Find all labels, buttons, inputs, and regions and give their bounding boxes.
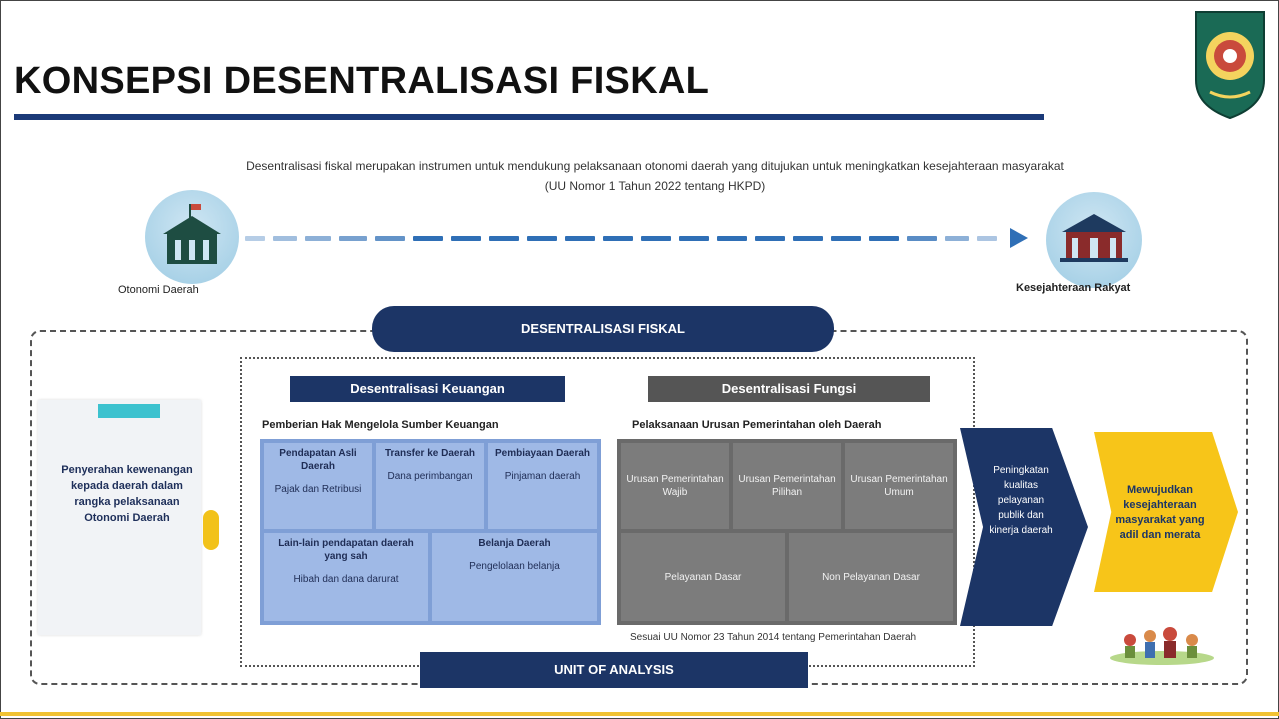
unit-of-analysis-bar: UNIT OF ANALYSIS bbox=[420, 652, 808, 688]
fiscal-decentralization-banner: DESENTRALISASI FISKAL bbox=[372, 306, 834, 352]
cell-subtitle: Hibah dan dana darurat bbox=[293, 574, 399, 585]
arrow-right-icon bbox=[1010, 228, 1028, 248]
function-decentralization-header: Desentralisasi Fungsi bbox=[648, 376, 930, 402]
cell-subtitle: Pajak dan Retribusi bbox=[274, 484, 362, 495]
financial-decentralization-header: Desentralisasi Keuangan bbox=[290, 376, 565, 402]
intro-line-2: (UU Nomor 1 Tahun 2022 tentang HKPD) bbox=[544, 179, 766, 193]
goal-chevron-text: Mewujudkan kesejahteraan masyarakat yang… bbox=[1115, 484, 1205, 541]
cell-title: Pendapatan Asli Daerah bbox=[279, 448, 357, 472]
progress-arrow bbox=[245, 236, 1015, 242]
financial-source-cell: Pendapatan Asli Daerah Pajak dan Retribu… bbox=[264, 443, 372, 529]
lightbulb-icon bbox=[203, 510, 219, 550]
affairs-cell: Pelayanan Dasar bbox=[621, 533, 785, 621]
cell-title: Lain-lain pendapatan daerah yang sah bbox=[278, 538, 414, 562]
footer-accent-line bbox=[0, 712, 1279, 716]
cell-title: Transfer ke Daerah bbox=[384, 448, 476, 459]
cell-title: Pembiayaan Daerah bbox=[494, 448, 591, 459]
outcome-chevron-text: Peningkatan kualitas pelayanan publik da… bbox=[989, 465, 1053, 536]
cell-subtitle: Pinjaman daerah bbox=[504, 471, 581, 482]
cell-subtitle: Pengelolaan belanja bbox=[469, 561, 560, 572]
cell-subtitle: Dana perimbangan bbox=[387, 471, 473, 482]
building-icon bbox=[1060, 214, 1128, 262]
government-affairs-panel: Urusan Pemerintahan Wajib Urusan Pemerin… bbox=[617, 439, 957, 625]
financial-source-cell: Lain-lain pendapatan daerah yang sah Hib… bbox=[264, 533, 428, 621]
autonomy-label: Otonomi Daerah bbox=[118, 284, 199, 296]
affairs-cell: Urusan Pemerintahan Pilihan bbox=[733, 443, 841, 529]
financial-sources-panel: Pendapatan Asli Daerah Pajak dan Retribu… bbox=[260, 439, 601, 625]
affairs-cell: Urusan Pemerintahan Wajib bbox=[621, 443, 729, 529]
financial-source-cell: Pembiayaan Daerah Pinjaman daerah bbox=[488, 443, 597, 529]
financial-source-cell: Transfer ke Daerah Dana perimbangan bbox=[376, 443, 484, 529]
community-illustration bbox=[1110, 627, 1214, 665]
intro-text: Desentralisasi fiskal merupakan instrume… bbox=[130, 156, 1180, 196]
welfare-illustration bbox=[1046, 192, 1142, 288]
intro-line-1: Desentralisasi fiskal merupakan instrume… bbox=[246, 159, 1064, 173]
legal-footnote: Sesuai UU Nomor 23 Tahun 2014 tentang Pe… bbox=[630, 632, 917, 643]
title-underline bbox=[14, 114, 1044, 120]
financial-source-cell: Belanja Daerah Pengelolaan belanja bbox=[432, 533, 597, 621]
cell-title: Belanja Daerah bbox=[478, 538, 551, 549]
autonomy-illustration bbox=[145, 190, 239, 284]
goal-chevron bbox=[1094, 432, 1238, 592]
card-accent-bar bbox=[98, 404, 160, 418]
affairs-cell: Non Pelayanan Dasar bbox=[789, 533, 953, 621]
function-subheader: Pelaksanaan Urusan Pemerintahan oleh Dae… bbox=[632, 419, 882, 431]
affairs-cell: Urusan Pemerintahan Umum bbox=[845, 443, 953, 529]
financial-subheader: Pemberian Hak Mengelola Sumber Keuangan bbox=[262, 419, 499, 431]
page-title: KONSEPSI DESENTRALISASI FISKAL bbox=[14, 60, 710, 102]
emblem-logo bbox=[1195, 11, 1265, 120]
authority-card-text: Penyerahan kewenangan kepada daerah dala… bbox=[61, 464, 193, 524]
authority-card bbox=[38, 400, 201, 635]
welfare-label: Kesejahteraan Rakyat bbox=[1016, 282, 1131, 294]
government-building-icon bbox=[163, 204, 221, 264]
